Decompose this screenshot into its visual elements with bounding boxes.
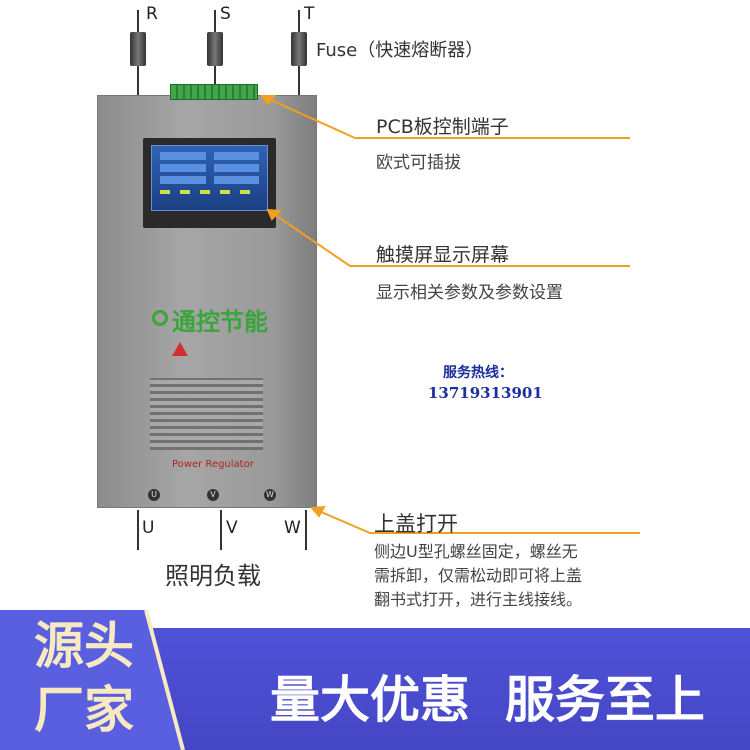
- phase-label: V: [226, 518, 238, 538]
- logo-icon: [152, 310, 168, 326]
- lcd-display: [151, 145, 268, 211]
- fuse-t: [291, 32, 307, 66]
- callout-desc: 显示相关参数及参数设置: [376, 283, 563, 303]
- desc-line: 需拆卸，仅需松动即可将上盖: [374, 566, 583, 585]
- pcb-terminal-block: [170, 84, 258, 100]
- callout-title: PCB板控制端子: [376, 116, 509, 138]
- output-terminal: W: [264, 489, 276, 501]
- fuse-s: [207, 32, 223, 66]
- banner-line: 厂家: [34, 681, 134, 739]
- warning-icon: [172, 342, 188, 356]
- wire-u: [137, 510, 139, 550]
- banner-line: 源头: [34, 617, 134, 675]
- callout-desc: 侧边U型孔螺丝固定，螺丝无 需拆卸，仅需松动即可将上盖 翻书式打开，进行主线接线…: [374, 540, 582, 612]
- phase-label: S: [220, 4, 231, 24]
- wire-w: [305, 510, 307, 550]
- service-phone: 13719313901: [428, 384, 543, 402]
- phase-label: T: [304, 4, 315, 24]
- load-label: 照明负载: [165, 562, 261, 590]
- output-terminal: U: [148, 489, 160, 501]
- phase-label: W: [284, 518, 301, 538]
- brand-logo: 通控节能: [172, 308, 268, 336]
- callout-title: 上盖打开: [374, 512, 458, 536]
- fuse-label: Fuse（快速熔断器）: [316, 40, 484, 61]
- banner-divider: [144, 610, 185, 750]
- desc-line: 翻书式打开，进行主线接线。: [374, 590, 583, 609]
- callout-title: 触摸屏显示屏幕: [376, 244, 510, 266]
- callout-arrows: [260, 95, 640, 534]
- wire-v: [220, 510, 222, 550]
- callout-desc: 欧式可插拔: [376, 153, 461, 173]
- fuse-r: [130, 32, 146, 66]
- vent-grille: [150, 378, 263, 450]
- model-label: Power Regulator: [172, 459, 254, 470]
- desc-line: 侧边U型孔螺丝固定，螺丝无: [374, 542, 578, 561]
- phase-label: R: [146, 4, 158, 24]
- banner-slogan: 量大优惠 服务至上: [270, 671, 705, 729]
- banner-left-text: 源头 厂家: [34, 614, 134, 742]
- service-label: 服务热线：: [443, 365, 513, 381]
- output-terminal: V: [207, 489, 219, 501]
- phase-label: U: [142, 518, 155, 538]
